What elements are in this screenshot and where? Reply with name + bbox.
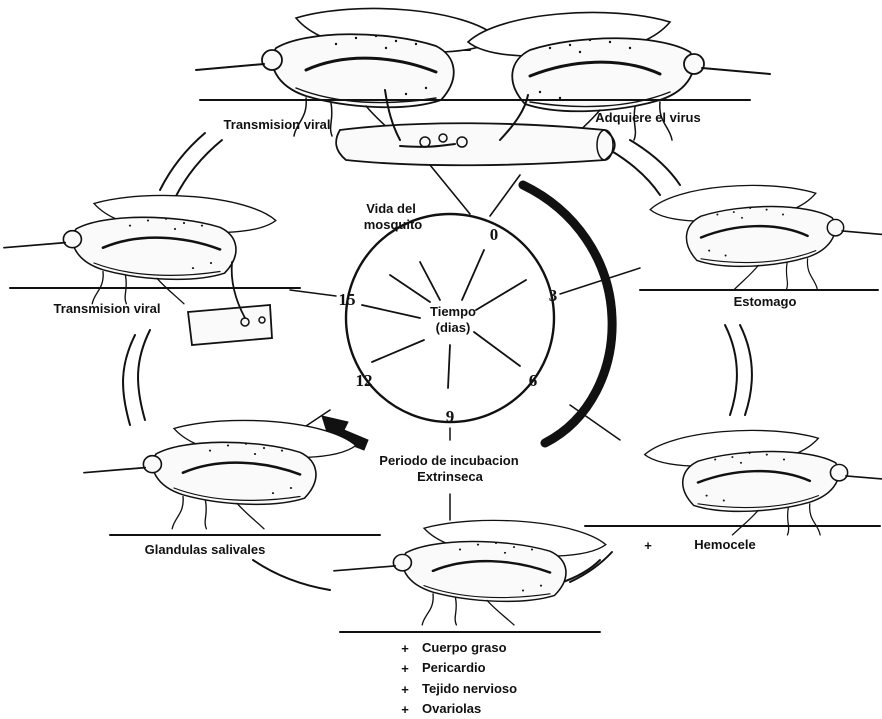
stage-label-hemocele: Hemocele — [694, 537, 755, 552]
mosquito-hemocele-icon — [645, 430, 882, 535]
tissue-item: Cuerpo graso — [422, 640, 507, 655]
mosquito-tissues-icon — [334, 520, 606, 625]
center-title-line2: (dias) — [436, 320, 471, 335]
tissue-item: Tejido nervioso — [422, 681, 517, 696]
tissue-plus: + — [401, 702, 409, 717]
stage-label-transmission-left: Transmision viral — [54, 301, 161, 316]
mosquito-stomach-icon — [650, 185, 882, 290]
mosquito-salivary-icon — [84, 420, 356, 528]
tissue-item: Pericardio — [422, 660, 486, 675]
mosquito-life-line1: Vida del — [366, 201, 416, 216]
incubation-label-line1: Periodo de incubacion — [379, 453, 518, 468]
tick-label: 12 — [356, 371, 373, 390]
center-title-line1: Tiempo — [430, 304, 476, 319]
incubation-label-line2: Extrinseca — [417, 469, 484, 484]
stage-label-stomach: Estomago — [734, 294, 797, 309]
tick-label: 15 — [339, 290, 356, 309]
tissue-plus: + — [401, 682, 409, 697]
incubation-arc — [523, 185, 612, 443]
tissue-plus: + — [401, 661, 409, 676]
tissue-plus: + — [401, 641, 409, 656]
stage-label-transmission-top: Transmision viral — [224, 117, 331, 132]
tissues-list: + Cuerpo graso + Pericardio + Tejido ner… — [401, 640, 517, 717]
tick-label: 6 — [529, 371, 538, 390]
tick-label: 9 — [446, 407, 455, 426]
tick-label: 3 — [549, 286, 558, 305]
mosquito-life-line2: mosquito — [364, 217, 423, 232]
tick-label: 0 — [490, 225, 499, 244]
stage-label-acquire: Adquiere el virus — [595, 110, 700, 125]
hemocele-plus: + — [644, 538, 652, 553]
tissue-item: Ovariolas — [422, 701, 481, 716]
stage-label-salivary: Glandulas salivales — [145, 542, 266, 557]
